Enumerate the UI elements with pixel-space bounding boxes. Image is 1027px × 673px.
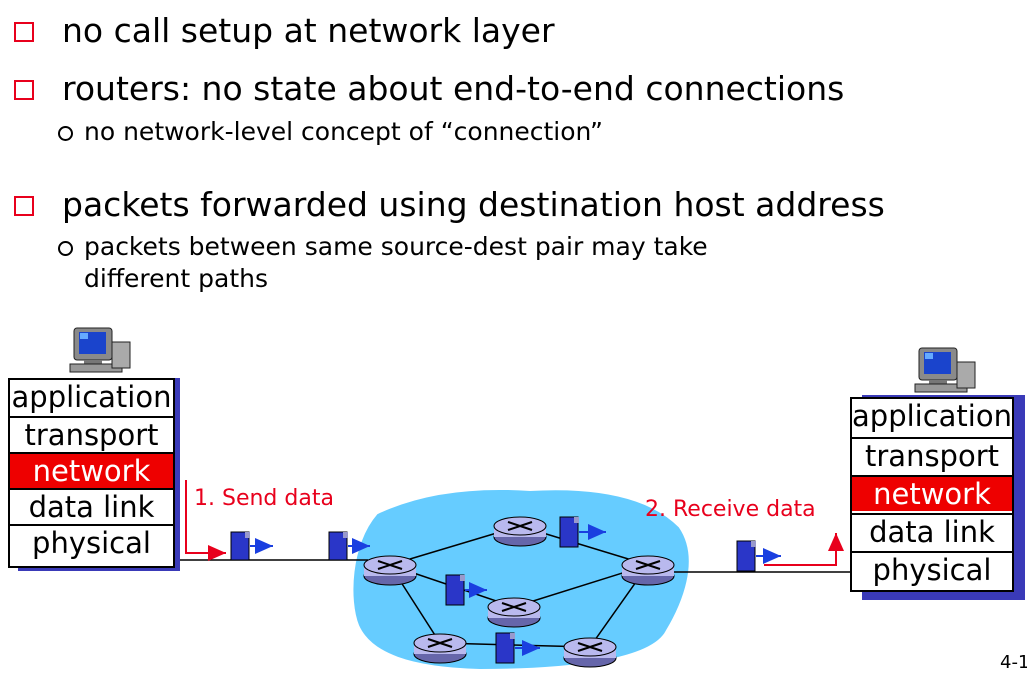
computer-icon	[69, 327, 131, 373]
bullet-3: packets forwarded using destination host…	[62, 185, 885, 224]
bullet-2: routers: no state about end-to-end conne…	[62, 69, 845, 108]
router-icon	[413, 633, 467, 664]
computer-icon	[914, 347, 976, 393]
router-icon	[363, 555, 417, 586]
send-arrow	[185, 480, 226, 561]
right-layer-transport: transport	[852, 437, 1012, 473]
sub-bullet-3-2: different paths	[84, 264, 268, 293]
left-layer-network: network	[10, 452, 173, 488]
packet-icon	[230, 531, 273, 561]
right-layer-physical: physical	[852, 551, 1012, 587]
left-layer-transport: transport	[10, 416, 173, 452]
left-layer-data-link: data link	[10, 488, 173, 524]
packet-icon	[495, 632, 540, 664]
bullet-box-icon	[14, 80, 34, 100]
send-data-label: 1. Send data	[194, 486, 334, 511]
sub-bullet-circle-icon	[58, 241, 73, 256]
left-layer-application: application	[11, 380, 172, 414]
sub-bullet-2-1: no network-level concept of “connection”	[84, 117, 603, 146]
packet-icon	[445, 574, 487, 606]
bullet-box-icon	[14, 196, 34, 216]
slide-number: 4-1	[1000, 652, 1027, 673]
receive-arrow	[764, 533, 844, 566]
router-icon	[487, 597, 541, 628]
right-protocol-stack: application transport network data link …	[850, 397, 1014, 592]
right-layer-network: network	[852, 475, 1012, 511]
left-protocol-stack: application transport network data link …	[8, 378, 175, 568]
right-layer-application: application	[852, 399, 1012, 433]
router-icon	[563, 637, 617, 668]
router-icon	[493, 516, 547, 547]
sub-bullet-3-1: packets between same source-dest pair ma…	[84, 232, 708, 261]
right-layer-data-link: data link	[852, 513, 1012, 549]
sub-bullet-circle-icon	[58, 126, 73, 141]
router-icon	[621, 555, 675, 586]
packet-icon	[559, 516, 606, 548]
bullet-1: no call setup at network layer	[62, 11, 555, 50]
packet-icon	[328, 531, 370, 561]
bullet-box-icon	[14, 22, 34, 42]
packet-icon	[736, 540, 781, 572]
left-layer-physical: physical	[10, 524, 173, 560]
receive-data-label: 2. Receive data	[645, 497, 816, 522]
